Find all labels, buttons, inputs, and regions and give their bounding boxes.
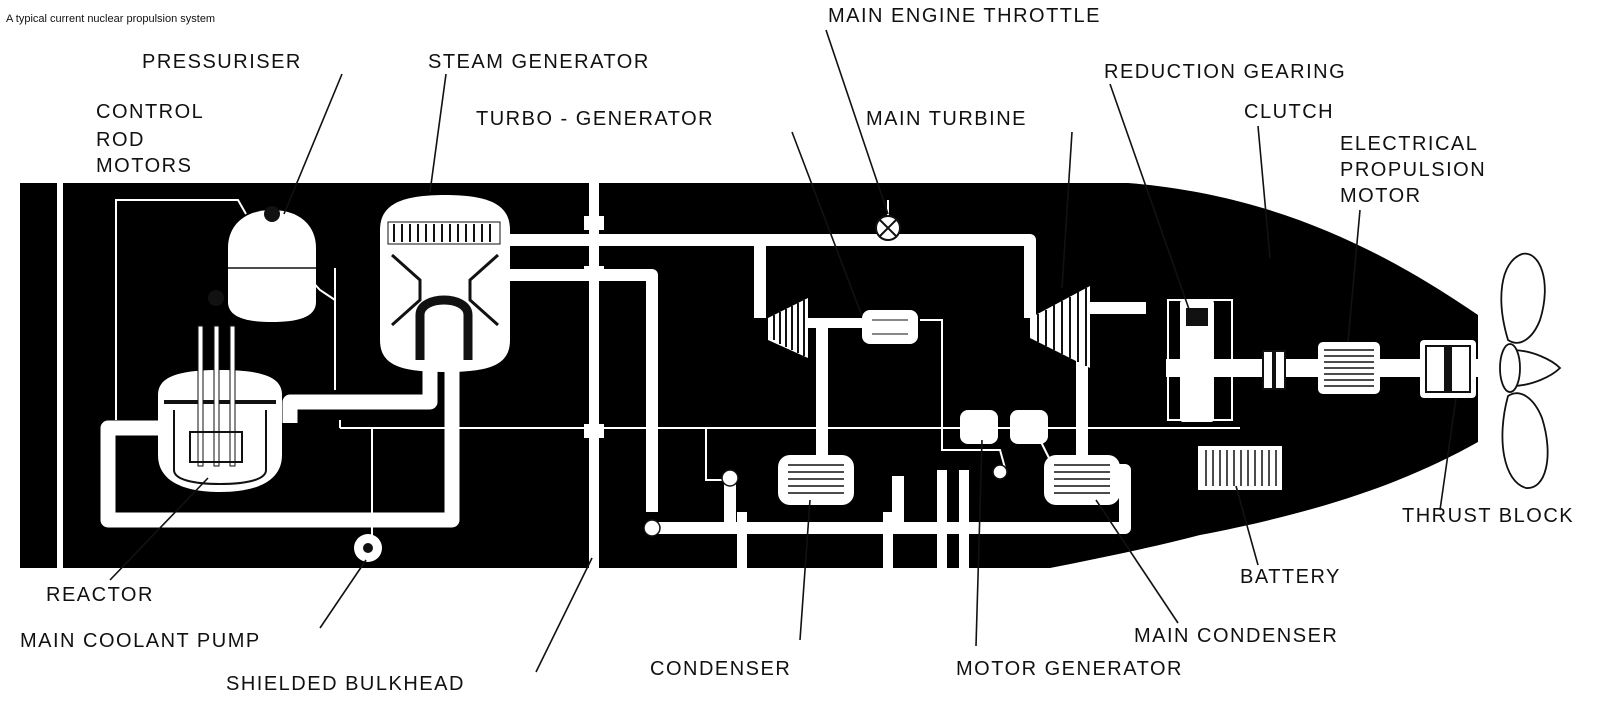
bulkhead-flange (584, 266, 604, 280)
label-main-turbine: MAIN TURBINE (866, 108, 1027, 130)
turbo-generator-turbine (768, 298, 868, 358)
label-turbo-generator: TURBO - GENERATOR (476, 108, 714, 130)
battery-unit (1198, 446, 1282, 490)
motor-generator-unit (960, 410, 1048, 444)
turbo-generator-unit (862, 310, 918, 344)
figure-caption: A typical current nuclear propulsion sys… (6, 13, 215, 25)
label-electrical-propulsion-line3: MOTOR (1340, 185, 1422, 207)
label-electrical-propulsion-line1: ELECTRICAL (1340, 133, 1478, 155)
label-condenser: CONDENSER (650, 658, 791, 680)
label-clutch: CLUTCH (1244, 101, 1334, 123)
main-condenser-unit (1044, 455, 1120, 505)
label-main-engine-throttle: MAIN ENGINE THROTTLE (828, 5, 1101, 27)
label-control-rod-line2: ROD (96, 129, 145, 151)
thrust-block-unit (1420, 340, 1476, 398)
reduction-gearing-unit (1180, 300, 1214, 422)
label-control-rod-line1: CONTROL (96, 101, 204, 123)
steam-generator-vessel (380, 195, 510, 372)
propeller (1499, 252, 1562, 489)
label-electrical-propulsion-line2: PROPULSION (1340, 159, 1486, 181)
label-battery: BATTERY (1240, 566, 1341, 588)
labels: PRESSURISER STEAM GENERATOR MAIN ENGINE … (20, 5, 1574, 695)
label-thrust-block: THRUST BLOCK (1402, 505, 1574, 527)
label-reduction-gearing: REDUCTION GEARING (1104, 61, 1346, 83)
bulkhead-flange (584, 216, 604, 230)
reactor-vessel (158, 290, 282, 492)
label-main-coolant-pump: MAIN COOLANT PUMP (20, 630, 261, 652)
label-control-rod-line3: MOTORS (96, 155, 192, 177)
condenser-unit (778, 455, 854, 505)
pressuriser-vessel (228, 206, 316, 322)
label-reactor: REACTOR (46, 584, 154, 606)
leader-lines (109, 29, 1457, 673)
label-pressuriser: PRESSURISER (142, 51, 302, 73)
clutch-unit (1262, 350, 1286, 390)
label-steam-generator: STEAM GENERATOR (428, 51, 650, 73)
bulkhead-flange (584, 424, 604, 438)
label-main-condenser: MAIN CONDENSER (1134, 625, 1338, 647)
electrical-propulsion-motor-unit (1318, 342, 1380, 394)
label-motor-generator: MOTOR GENERATOR (956, 658, 1183, 680)
main-turbine-unit (1030, 286, 1090, 368)
label-shielded-bulkhead: SHIELDED BULKHEAD (226, 673, 465, 695)
throttle-valve (875, 215, 901, 241)
